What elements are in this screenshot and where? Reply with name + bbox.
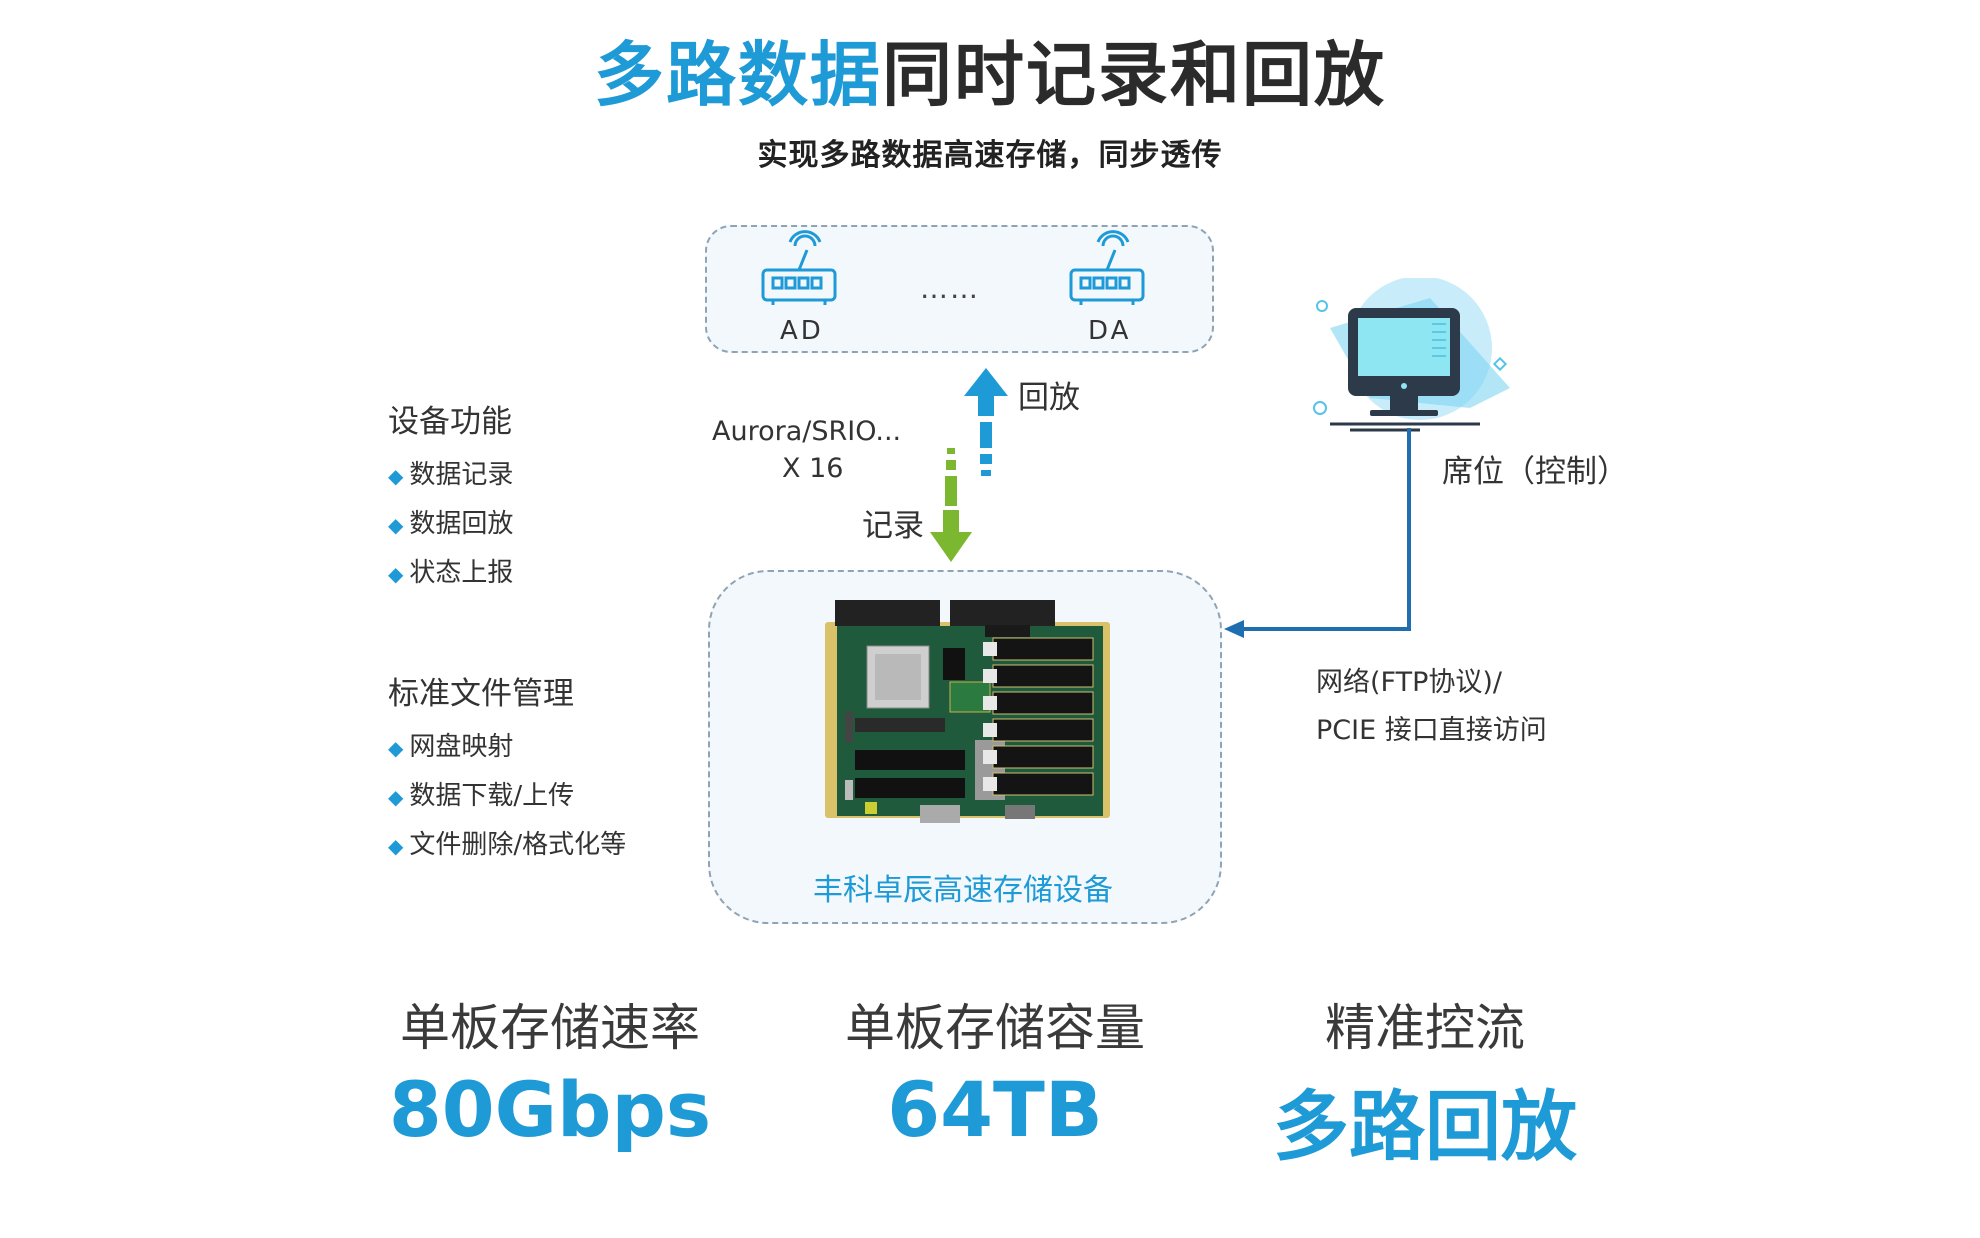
diamond-bullet-icon: ◆ xyxy=(388,464,404,488)
device-function-item: ◆数据回放 xyxy=(388,509,514,539)
stat-label-flow-control: 精准控流 xyxy=(1325,999,1525,1057)
interface-label: Aurora/SRIO... xyxy=(712,416,902,447)
device-function-item: ◆数据记录 xyxy=(388,460,514,490)
devices-ellipsis: …… xyxy=(920,272,980,305)
storage-device-label: 丰科卓辰高速存储设备 xyxy=(813,873,1113,908)
playback-arrow xyxy=(964,368,1008,476)
device-function-item: ◆状态上报 xyxy=(388,558,514,588)
file-management-item: ◆数据下载/上传 xyxy=(388,781,575,811)
diamond-bullet-icon: ◆ xyxy=(388,736,404,760)
monitor-icon xyxy=(1313,278,1510,432)
ad-label: AD xyxy=(780,316,824,346)
device-functions-title: 设备功能 xyxy=(388,404,512,440)
network-label: 网络(FTP协议)/ xyxy=(1316,667,1502,698)
playback-label: 回放 xyxy=(1018,380,1080,416)
stat-value-rate: 80Gbps xyxy=(388,1065,712,1154)
record-arrow xyxy=(930,448,972,562)
page-subtitle: 实现多路数据高速存储，同步透传 xyxy=(757,138,1223,173)
diamond-bullet-icon: ◆ xyxy=(388,562,404,586)
diamond-bullet-icon: ◆ xyxy=(388,513,404,537)
ad-device-icon xyxy=(761,230,837,305)
file-management-item: ◆网盘映射 xyxy=(388,732,514,762)
stat-label-capacity: 单板存储容量 xyxy=(845,999,1145,1057)
console-label: 席位（控制） xyxy=(1442,454,1628,490)
title-highlight: 多路数据 xyxy=(594,34,882,116)
stat-value-playback: 多路回放 xyxy=(1273,1082,1577,1171)
storage-board-image xyxy=(825,600,1110,823)
diamond-bullet-icon: ◆ xyxy=(388,834,404,858)
interface-multiplier: X 16 xyxy=(782,453,844,484)
stat-value-capacity: 64TB xyxy=(887,1065,1103,1154)
diamond-bullet-icon: ◆ xyxy=(388,785,404,809)
title-rest: 同时记录和回放 xyxy=(882,34,1386,116)
record-label: 记录 xyxy=(862,508,924,544)
pcie-label: PCIE 接口直接访问 xyxy=(1316,715,1547,746)
da-device-icon xyxy=(1069,230,1145,305)
control-connection-arrow xyxy=(1224,428,1411,638)
file-management-title: 标准文件管理 xyxy=(388,676,574,712)
file-management-item: ◆文件删除/格式化等 xyxy=(388,830,627,860)
page-title: 多路数据同时记录和回放 xyxy=(0,30,1980,120)
da-label: DA xyxy=(1088,316,1132,346)
data-flow-arrows xyxy=(930,368,1008,562)
stat-label-rate: 单板存储速率 xyxy=(400,999,700,1057)
